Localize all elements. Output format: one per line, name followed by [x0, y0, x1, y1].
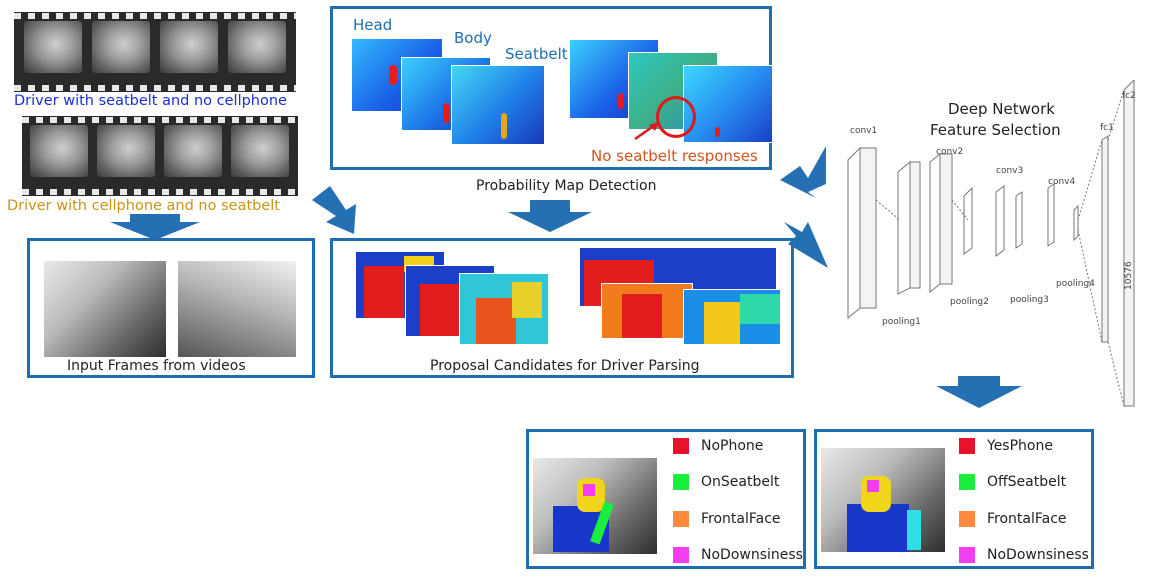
label-head: Head	[353, 16, 393, 34]
result-panel-right: YesPhone OffSeatbelt FrontalFace NoDowns…	[814, 429, 1094, 569]
red-arrow	[634, 122, 659, 141]
film-strip-seatbelt	[14, 12, 296, 92]
arrow-down-2	[508, 200, 592, 232]
probability-map-panel: Head Body Seatbelt No seatbelt responses	[330, 6, 773, 170]
legend-swatch	[673, 511, 689, 527]
result-image-left	[533, 458, 657, 554]
heatmap-seatbelt	[451, 65, 545, 145]
proposal-panel	[330, 238, 794, 378]
label-fc-size: 10576	[1124, 261, 1134, 290]
caption-input-frames: Input Frames from videos	[67, 358, 246, 374]
input-frame-female	[178, 261, 296, 357]
label-conv4: conv4	[1048, 177, 1075, 187]
label-conv1: conv1	[850, 126, 877, 136]
label-pooling3: pooling3	[1010, 295, 1049, 305]
label-pooling1: pooling1	[882, 317, 921, 327]
arrow-prop-net	[784, 222, 828, 268]
caption-deep-network-1: Deep Network	[948, 100, 1055, 118]
arrow-diag-input	[312, 186, 356, 234]
label-seatbelt: Seatbelt	[505, 45, 568, 63]
legend-right-item-3: NoDownsiness	[959, 547, 1089, 563]
arrow-down-1	[110, 214, 200, 240]
film-strip-cellphone	[22, 116, 298, 196]
caption-driver-seatbelt: Driver with seatbelt and no cellphone	[14, 93, 287, 109]
label-fc1: fc1	[1100, 123, 1114, 133]
proposal-map-3	[459, 273, 549, 345]
label-body: Body	[454, 29, 492, 47]
legend-swatch	[959, 511, 975, 527]
legend-right-item-0: YesPhone	[959, 438, 1053, 454]
legend-swatch	[673, 438, 689, 454]
arrow-prob-net	[780, 146, 826, 198]
label-pooling2: pooling2	[950, 297, 989, 307]
legend-swatch	[673, 474, 689, 490]
result-panel-left: NoPhone OnSeatbelt FrontalFace NoDownsin…	[526, 429, 806, 569]
caption-deep-network-2: Feature Selection	[930, 121, 1061, 139]
arrow-down-3	[936, 376, 1022, 408]
heatmap-no-seatbelt-3	[683, 65, 773, 143]
legend-swatch	[959, 474, 975, 490]
caption-proposal: Proposal Candidates for Driver Parsing	[430, 358, 700, 374]
legend-left-item-1: OnSeatbelt	[673, 474, 779, 490]
caption-probability-map: Probability Map Detection	[476, 178, 657, 194]
label-pooling4: pooling4	[1056, 279, 1095, 289]
legend-right-item-2: FrontalFace	[959, 511, 1067, 527]
input-frame-male	[44, 261, 166, 357]
legend-swatch	[959, 438, 975, 454]
legend-left-item-0: NoPhone	[673, 438, 763, 454]
no-seatbelt-circle	[656, 96, 696, 138]
legend-right-item-1: OffSeatbelt	[959, 474, 1066, 490]
label-conv3: conv3	[996, 166, 1023, 176]
cnn-diagram: conv1 conv2 conv3 conv4 fc1 fc2 pooling1…	[847, 80, 1136, 407]
label-fc2: fc2	[1122, 91, 1136, 101]
proposal-map-6	[683, 289, 781, 345]
legend-swatch	[959, 547, 975, 563]
caption-no-seatbelt: No seatbelt responses	[591, 147, 758, 165]
legend-left-item-3: NoDownsiness	[673, 547, 803, 563]
label-conv2: conv2	[936, 147, 963, 157]
result-image-right	[821, 448, 945, 552]
legend-swatch	[673, 547, 689, 563]
proposal-map-5	[601, 283, 693, 339]
legend-left-item-2: FrontalFace	[673, 511, 781, 527]
caption-driver-cellphone: Driver with cellphone and no seatbelt	[7, 198, 280, 214]
input-frames-panel	[27, 238, 315, 378]
